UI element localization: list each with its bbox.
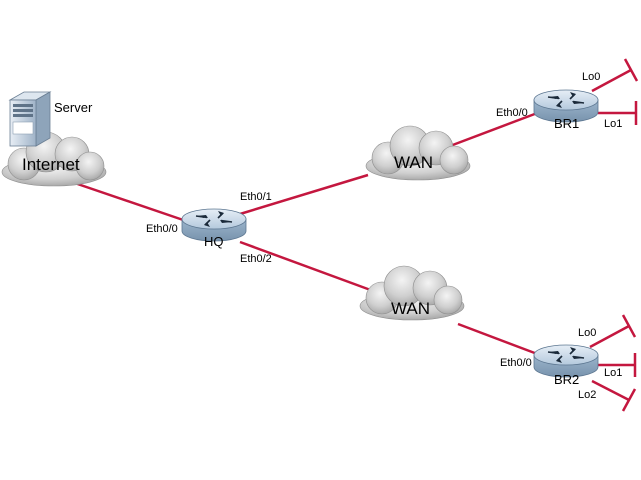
hq-eth0-1-label: Eth0/1	[240, 191, 272, 203]
server-icon	[8, 91, 52, 147]
br2-lo2-link	[591, 379, 630, 402]
links	[59, 58, 639, 412]
br2-lo1-label: Lo1	[604, 367, 622, 379]
br2-eth0-0-label: Eth0/0	[500, 357, 532, 369]
link-wan-bottom-br2	[457, 322, 541, 357]
server-label: Server	[54, 100, 93, 115]
br2-lo0-end	[621, 314, 637, 338]
link-wan-top-br1	[449, 110, 541, 148]
hq-eth0-0-label: Eth0/0	[146, 223, 178, 235]
br1-lo0-label: Lo0	[582, 71, 600, 83]
br2-label: BR2	[554, 372, 579, 387]
hq-label: HQ	[204, 234, 224, 249]
br2-lo2-label: Lo2	[578, 389, 596, 401]
br1-lo1-label: Lo1	[604, 118, 622, 130]
hq-eth0-2-label: Eth0/2	[240, 253, 272, 265]
br1-lo0-link	[591, 68, 632, 93]
br2-lo0-link	[589, 324, 630, 349]
link-hq-wan-top	[239, 173, 369, 216]
br1-eth0-0-label: Eth0/0	[496, 107, 528, 119]
internet-label: Internet	[22, 155, 80, 174]
br1-label: BR1	[554, 116, 579, 131]
link-hq-wan-bottom	[239, 240, 377, 294]
wan-bottom-label: WAN	[391, 299, 430, 318]
link-internet-hq	[59, 176, 193, 225]
br1-lo0-end	[623, 58, 639, 82]
br2-lo0-label: Lo0	[578, 327, 596, 339]
br2-lo2-end	[621, 388, 637, 412]
wan-top-label: WAN	[394, 153, 433, 172]
